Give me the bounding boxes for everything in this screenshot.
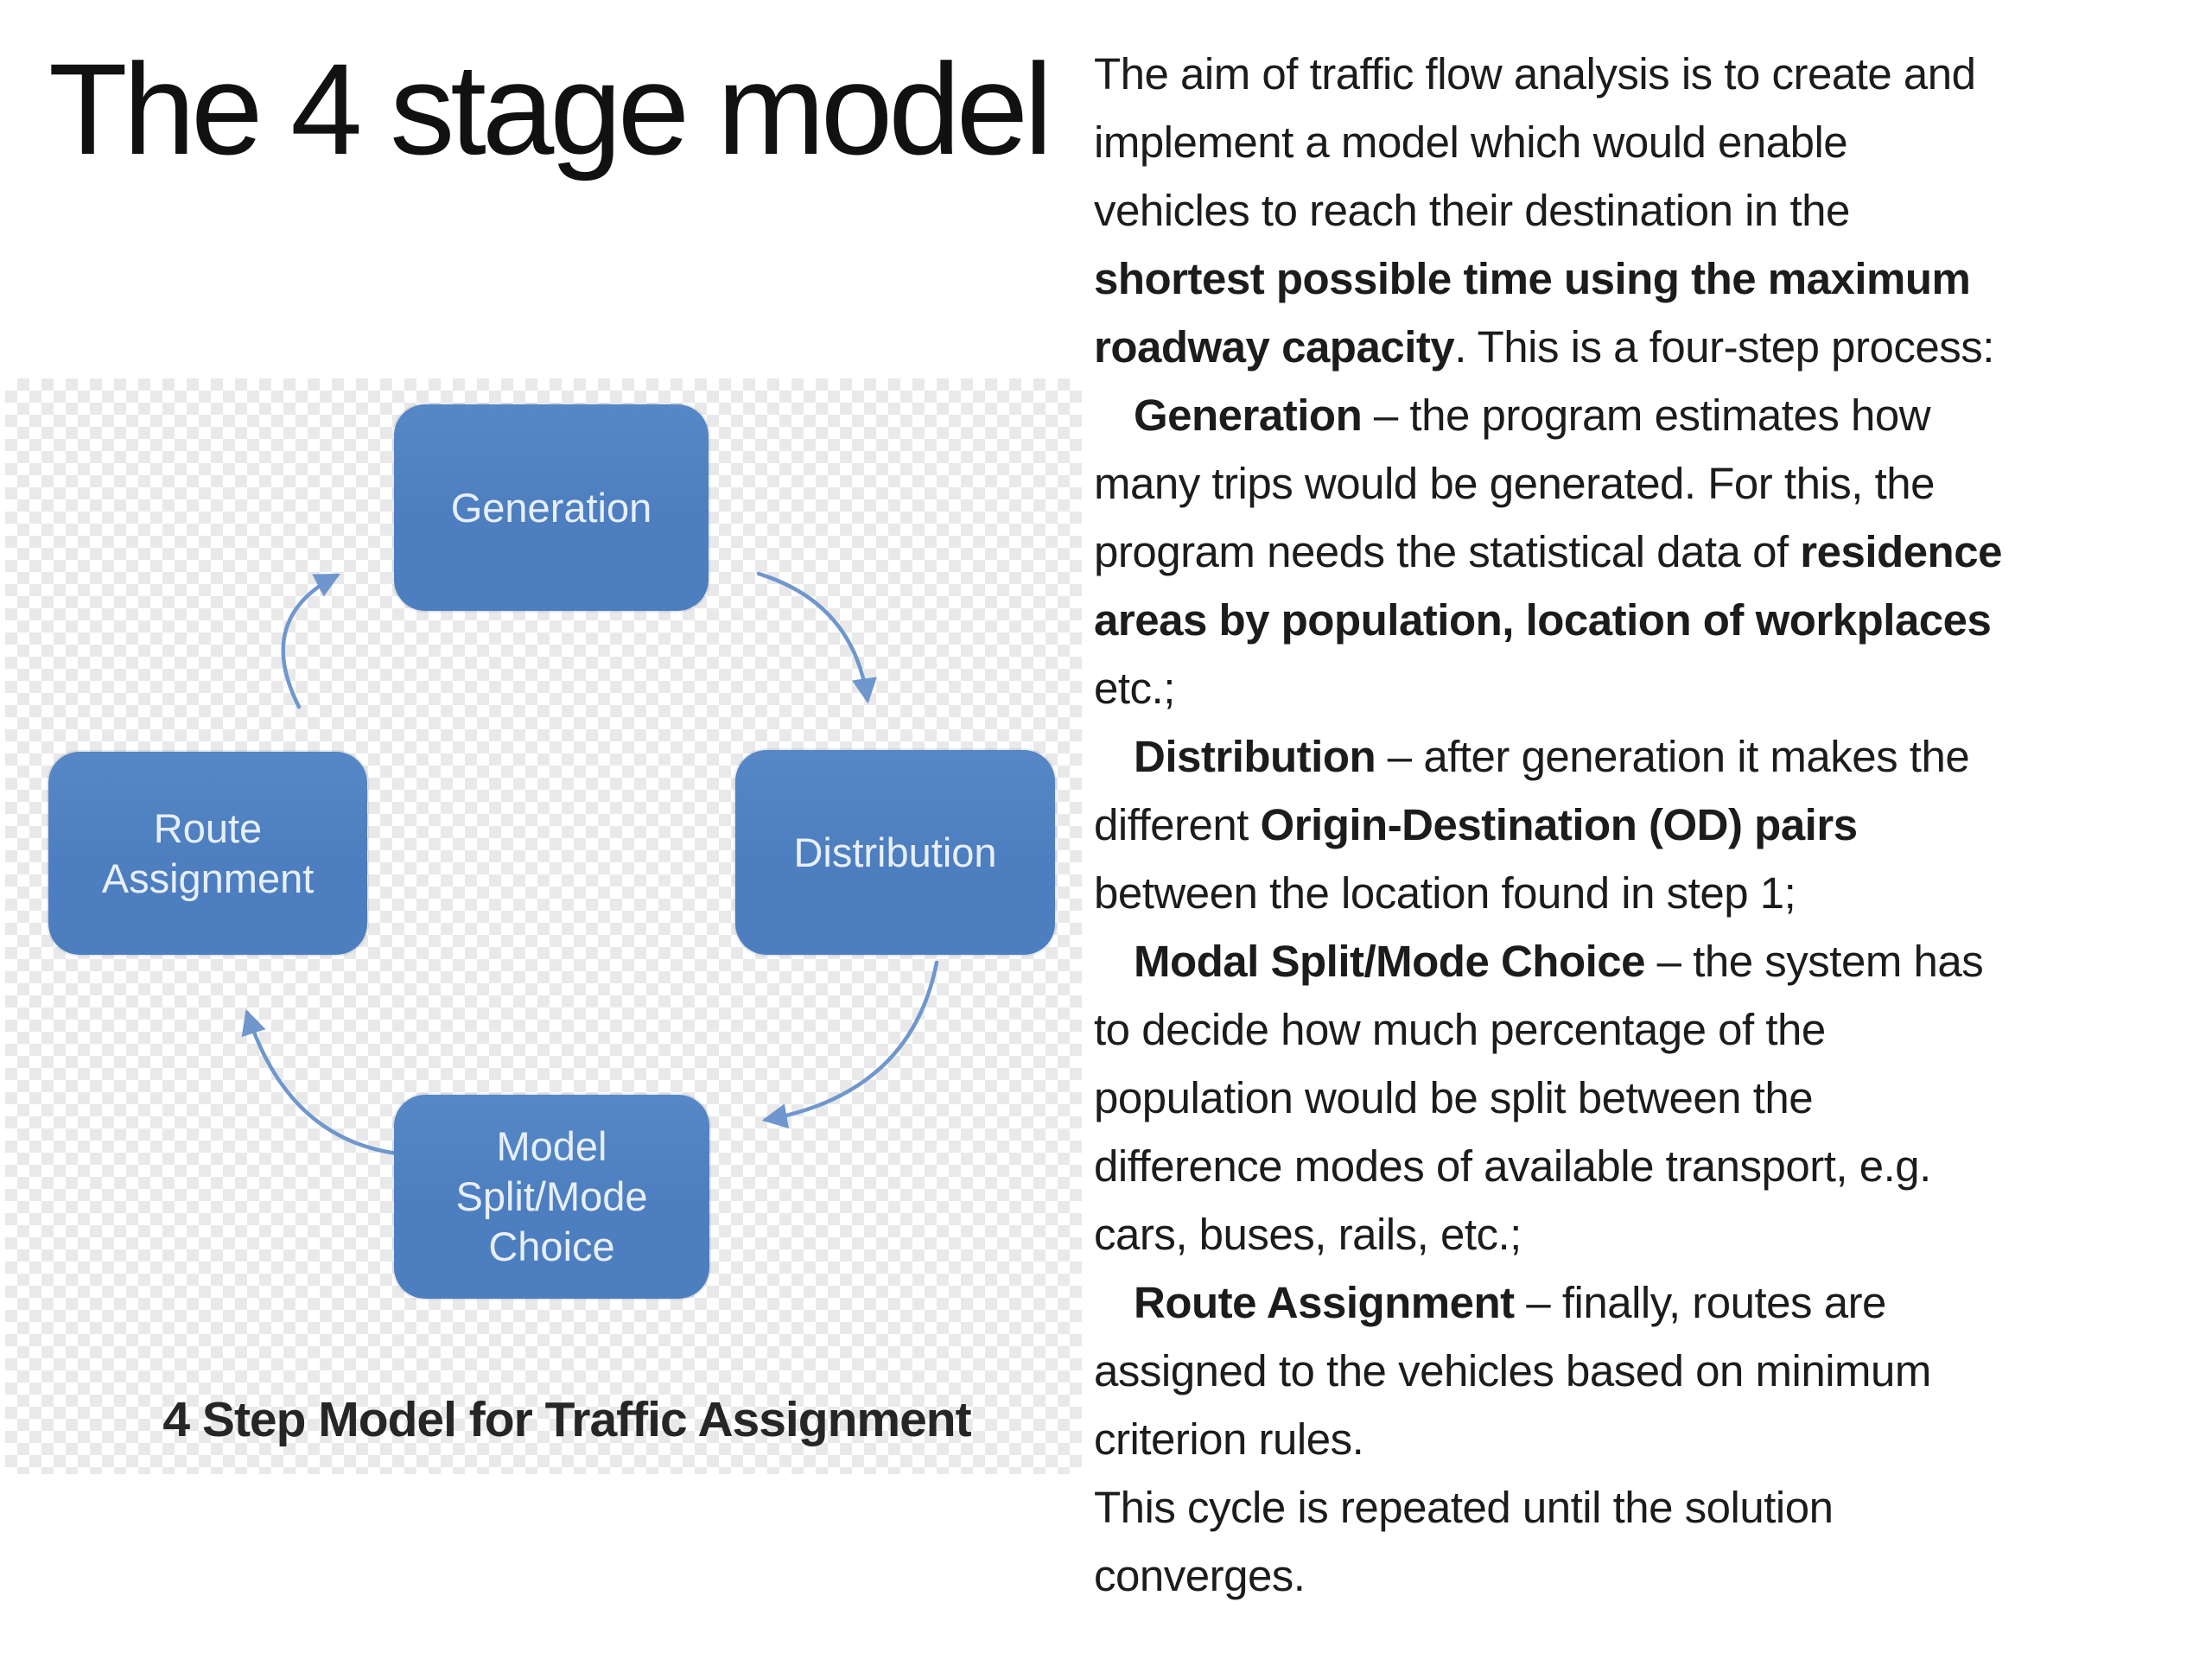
- box-label-line: Assignment: [101, 855, 315, 901]
- body-text-line: The aim of traffic flow analysis is to c…: [1094, 49, 1976, 99]
- arrow-modalsplit-to-route: [241, 1008, 407, 1157]
- box-label-line: Split/Mode: [455, 1173, 648, 1219]
- diagram-box-distribution: Distribution: [735, 750, 1055, 955]
- arrow-distribution-to-modalsplit: [761, 960, 939, 1129]
- page-title: The 4 stage model: [48, 36, 1052, 181]
- cycle-arrows: [241, 571, 939, 1157]
- body-text-line: difference modes of available transport,…: [1094, 1141, 1931, 1191]
- body-text-line: Generation – the program estimates how: [1134, 391, 1931, 440]
- body-text-line: program needs the statistical data of re…: [1094, 527, 2002, 576]
- body-text-line: This cycle is repeated until the solutio…: [1094, 1483, 1834, 1532]
- arrow-generation-to-distribution: [756, 571, 877, 704]
- box-label-line: Model: [496, 1123, 607, 1169]
- box-label-line: Route: [153, 804, 263, 851]
- body-text-line: Modal Split/Mode Choice – the system has: [1134, 937, 1984, 986]
- box-label-line: Distribution: [793, 829, 997, 875]
- body-text-line: to decide how much percentage of the: [1094, 1005, 1826, 1054]
- box-label-line: Generation: [450, 484, 652, 531]
- arrow-route-to-generation: [281, 573, 340, 709]
- diagram-box-generation: Generation: [394, 404, 709, 611]
- body-text-line: roadway capacity. This is a four-step pr…: [1094, 322, 1994, 372]
- box-label-line: Choice: [488, 1224, 615, 1269]
- body-text-line: different Origin-Destination (OD) pairs: [1094, 800, 1858, 849]
- body-text-line: converges.: [1094, 1551, 1306, 1600]
- body-text-column: The aim of traffic flow analysis is to c…: [1094, 40, 2210, 1610]
- body-text-line: Route Assignment – finally, routes are: [1134, 1278, 1886, 1327]
- body-text-line: many trips would be generated. For this,…: [1094, 459, 1936, 508]
- body-text-line: criterion rules.: [1094, 1414, 1364, 1464]
- body-text-line: etc.;: [1094, 664, 1175, 713]
- body-text-line: between the location found in step 1;: [1094, 868, 1796, 918]
- body-text-line: implement a model which would enable: [1094, 118, 1848, 167]
- body-text-line: cars, buses, rails, etc.;: [1094, 1210, 1522, 1259]
- body-text-line: population would be split between the: [1094, 1073, 1814, 1122]
- body-text-line: areas by population, location of workpla…: [1094, 595, 1992, 645]
- body-text-line: Distribution – after generation it makes…: [1134, 732, 1970, 781]
- body-text-line: shortest possible time using the maximum: [1094, 254, 1971, 303]
- body-text-line: vehicles to reach their destination in t…: [1094, 186, 1850, 235]
- body-text-line: assigned to the vehicles based on minimu…: [1094, 1346, 1931, 1395]
- diagram-caption: 4 Step Model for Traffic Assignment: [162, 1392, 971, 1447]
